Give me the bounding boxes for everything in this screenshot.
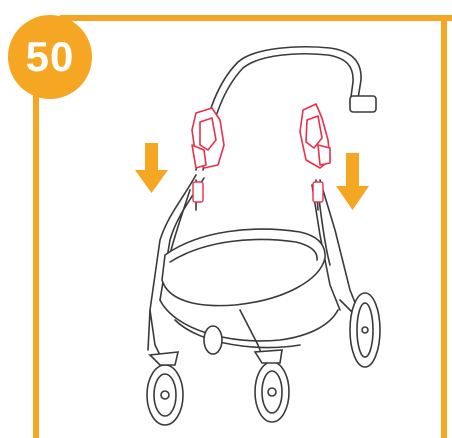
down-arrow-icon	[135, 143, 168, 193]
seat-adapter-icon	[300, 104, 330, 168]
stroller-frame	[148, 47, 376, 365]
step-badge: 50	[8, 15, 92, 99]
stroller-wheels	[147, 293, 380, 425]
seat-receiver	[193, 182, 323, 202]
down-arrow-icon	[336, 153, 369, 210]
step-number: 50	[26, 36, 75, 78]
step-frame-border	[36, 18, 452, 438]
seat-adapter-icon	[192, 108, 224, 168]
